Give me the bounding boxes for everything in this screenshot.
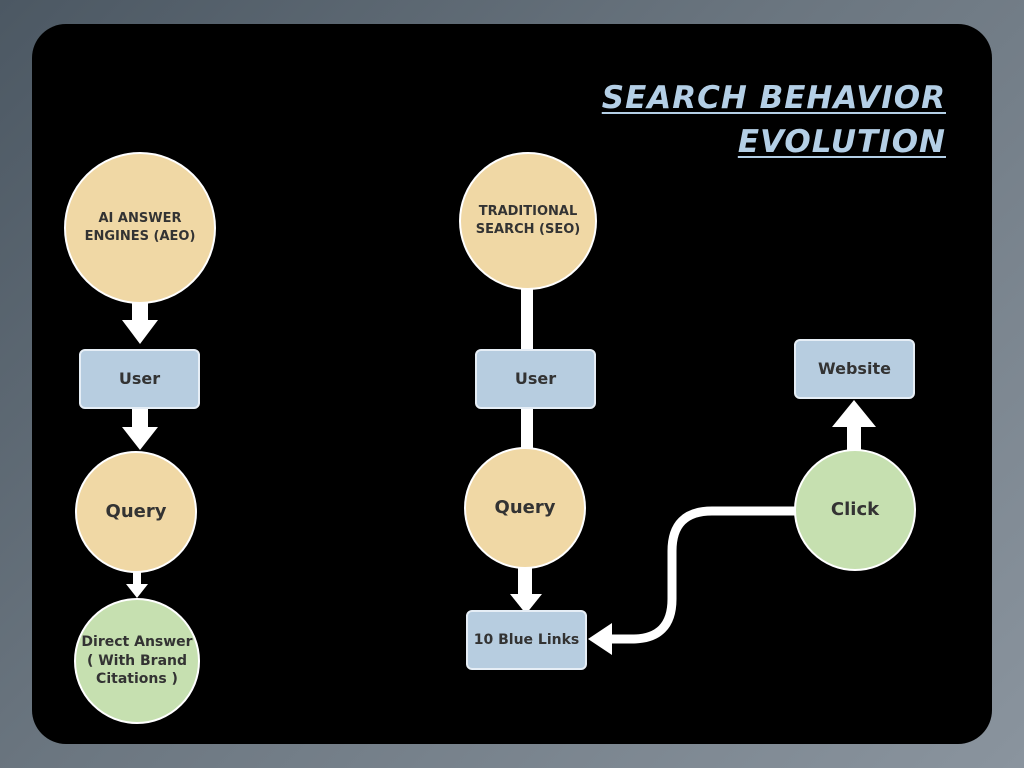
seo-line-user-to-query (521, 402, 533, 452)
aeo-answer-line-3: Citations ) (96, 671, 178, 688)
seo-website-node: Website (794, 339, 915, 399)
seo-click-node: Click (794, 449, 916, 571)
seo-user-node: User (475, 349, 596, 409)
aeo-user-label: User (118, 369, 161, 389)
title-line-1: SEARCH BEHAVIOR (601, 80, 946, 116)
page-title: SEARCH BEHAVIOR EVOLUTION (602, 76, 946, 164)
aeo-query-label: Query (105, 500, 167, 522)
seo-head-line-1: TRADITIONAL (478, 204, 578, 220)
aeo-answer-line-2: ( With Brand (86, 652, 188, 669)
aeo-answer-line-1: Direct Answer (81, 633, 193, 650)
click-to-links-arrow (610, 506, 796, 644)
aeo-user-node: User (79, 349, 200, 409)
aeo-answer-node: Direct Answer ( With Brand Citations ) (74, 598, 200, 724)
seo-head-line-2: SEARCH (SEO) (475, 222, 581, 237)
click-to-links-arrowhead (588, 623, 612, 655)
connectors (122, 284, 876, 655)
diagram-card: SEARCH BEHAVIOR EVOLUTION AI ANSWER ENGI… (32, 24, 992, 744)
aeo-query-node: Query (75, 451, 197, 573)
seo-head-node: TRADITIONAL SEARCH (SEO) (459, 152, 597, 290)
seo-links-label: 10 Blue Links (473, 631, 580, 648)
aeo-arrow-query-to-answer (126, 571, 148, 598)
aeo-arrow-user-to-query (122, 407, 158, 450)
seo-website-label: Website (818, 359, 891, 379)
aeo-head-line-2: ENGINES (AEO) (84, 229, 196, 244)
seo-line-head-to-user (521, 284, 533, 354)
aeo-head-line-1: AI ANSWER (98, 211, 182, 227)
seo-click-label: Click (830, 498, 880, 520)
seo-arrow-query-to-links (510, 566, 542, 614)
seo-query-node: Query (464, 447, 586, 569)
click-to-website-arrow (832, 400, 876, 452)
seo-user-label: User (514, 369, 557, 389)
seo-links-node: 10 Blue Links (466, 610, 587, 670)
aeo-arrow-head-to-user (122, 300, 158, 344)
seo-query-label: Query (494, 496, 556, 518)
title-line-2: EVOLUTION (737, 124, 946, 160)
aeo-head-node: AI ANSWER ENGINES (AEO) (64, 152, 216, 304)
